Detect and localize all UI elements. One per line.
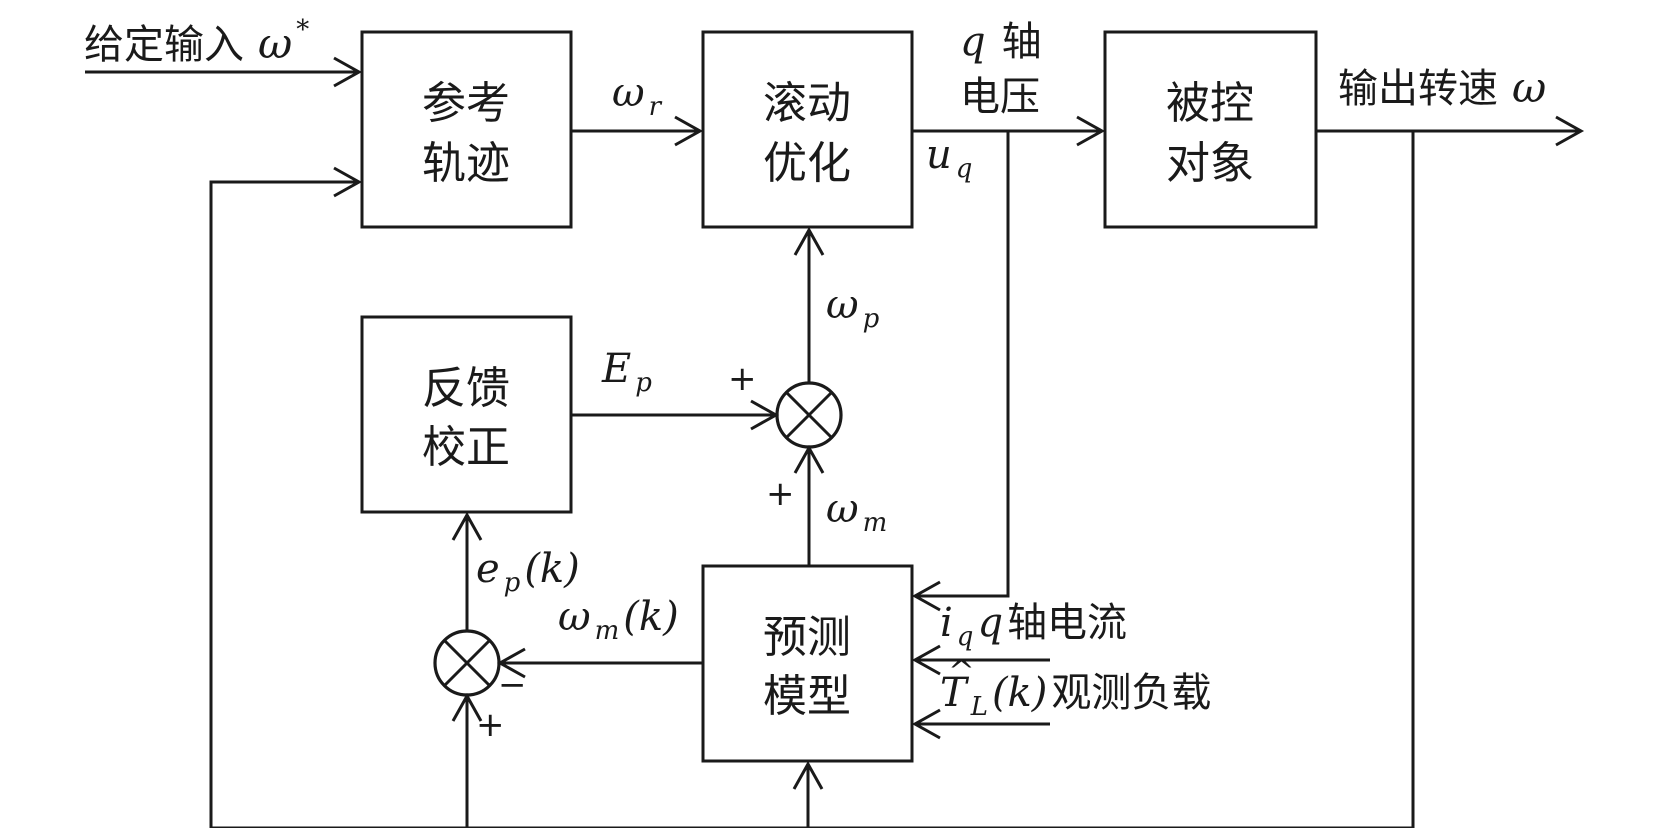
- block-rolling-optimization: 滚动 优化: [701, 30, 914, 229]
- arrow-omega-m: [793, 444, 825, 474]
- arrow-input: [333, 56, 363, 88]
- arrow-feedback-to-junction: [451, 692, 483, 722]
- label-uq: u q: [926, 132, 972, 184]
- line-outer-feedback: [209, 131, 1415, 828]
- block-optimization-label-2: 优化: [763, 138, 851, 189]
- label-omega-r: ω r: [612, 70, 663, 122]
- label-Ep: E p: [601, 346, 652, 398]
- arrow-ep: [451, 511, 483, 541]
- arrow-uq: [1076, 115, 1106, 147]
- sign-plus-feedback: +: [476, 705, 505, 745]
- label-iq: i q q 轴电流: [940, 600, 1127, 652]
- arrow-tl: [911, 708, 941, 740]
- block-optimization-label-1: 滚动: [763, 78, 851, 129]
- block-feedback-correction: 反馈 校正: [360, 315, 573, 514]
- block-reference-label-2: 轨迹: [422, 138, 510, 189]
- label-input: 给定输入 ω *: [84, 15, 309, 68]
- arrow-omega-p: [793, 226, 825, 256]
- block-feedback-label-2: 校正: [422, 422, 510, 473]
- label-q-axis-voltage-1: q 轴: [960, 19, 1042, 65]
- block-plant-label-1: 被控: [1166, 78, 1254, 129]
- line-uq-to-prediction: [916, 131, 1010, 598]
- block-feedback-label-1: 反馈: [422, 363, 510, 414]
- block-prediction-label-1: 预测: [763, 612, 851, 663]
- arrow-omega-mk: [496, 647, 526, 679]
- label-omega-p: ω p: [826, 282, 880, 334]
- block-controlled-plant: 被控 对象: [1103, 30, 1318, 229]
- block-reference-trajectory: 参考 轨迹: [360, 30, 573, 229]
- block-plant-label-2: 对象: [1166, 138, 1254, 189]
- arrow-outer-feedback: [333, 166, 363, 198]
- label-ep: e p (k): [476, 546, 580, 598]
- sign-plus-omega-m: +: [766, 474, 795, 514]
- label-output: 输出转速 ω: [1338, 63, 1546, 112]
- arrow-omega-r: [674, 115, 704, 147]
- arrow-feedback-to-prediction: [792, 760, 824, 790]
- label-tl: T L (k) 观测负载: [940, 670, 1211, 722]
- sign-plus-Ep: +: [728, 359, 757, 399]
- arrow-iq: [911, 644, 941, 676]
- label-q-axis-voltage-2: 电压: [960, 74, 1040, 120]
- arrow-output: [1555, 115, 1585, 147]
- summing-junction-lower: [433, 629, 501, 697]
- arrow-uq-to-prediction: [911, 580, 941, 612]
- block-prediction-label-2: 模型: [763, 671, 851, 722]
- block-reference-label-1: 参考: [422, 78, 510, 129]
- label-omega-m: ω m: [826, 486, 887, 538]
- label-tl-hat: ^: [948, 652, 975, 690]
- summing-junction-upper: [775, 381, 843, 449]
- block-prediction-model: 预测 模型: [701, 564, 914, 763]
- sign-minus-omega-mk: −: [498, 665, 527, 705]
- label-omega-mk: ω m (k): [558, 594, 679, 646]
- arrow-Ep: [750, 399, 780, 431]
